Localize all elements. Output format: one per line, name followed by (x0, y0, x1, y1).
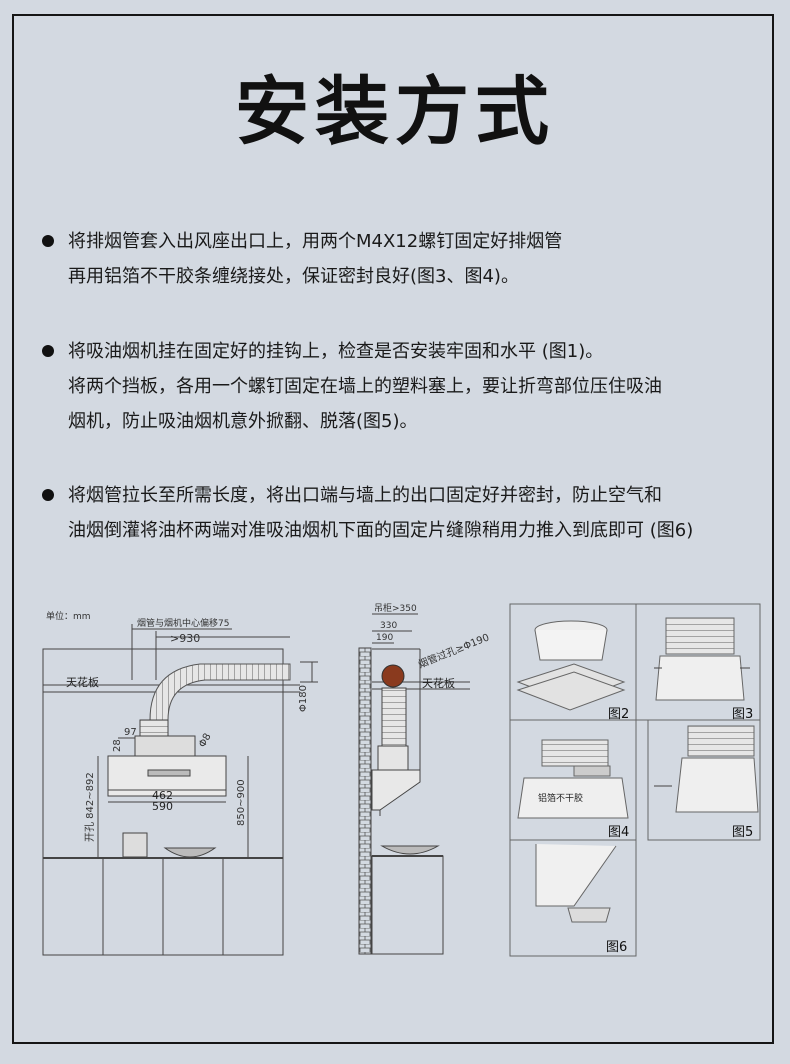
dim-180: Φ180 (298, 685, 309, 712)
hole-label: 烟管过孔≥Φ190 (416, 631, 491, 671)
dim-28: 28 (112, 739, 123, 752)
figure-4-label: 图4 (608, 825, 629, 840)
bullet-2: 将吸油烟机挂在固定好的挂钩上，检查是否安装牢固和水平 (图1)。 将两个挡板，各… (40, 334, 760, 439)
dim-phi8: Φ8 (197, 732, 214, 750)
unit-label: 单位：mm (46, 610, 91, 622)
page-frame (12, 14, 774, 1044)
bullet-1-line-2: 再用铝箔不干胶条缠绕接处，保证密封良好(图3、图4)。 (68, 266, 519, 287)
figure-6-label: 图6 (606, 940, 627, 955)
bullet-2-line-2: 将两个挡板，各用一个螺钉固定在墙上的塑料塞上，要让折弯部位压住吸油 (68, 376, 662, 397)
figure-2-label: 图2 (608, 707, 629, 722)
offset-label: 烟管与烟机中心偏移75 (137, 617, 229, 629)
figure-panels: 图2 图3 铝箔不干胶 图4 图5 图6 (509, 603, 761, 957)
dim-842: 开孔 842~892 (84, 772, 96, 842)
bullet-dot (42, 345, 54, 357)
dim-850: 850~900 (236, 779, 247, 826)
side-ceiling-label: 天花板 (422, 676, 455, 690)
dim-97: 97 (124, 727, 137, 738)
dim-462: 462 (152, 789, 173, 802)
dim-590: 590 (152, 800, 173, 813)
bullet-dot (42, 235, 54, 247)
side-view-diagram: 吊柜>350 330 190 天花板 烟管过孔≥Φ190 (358, 602, 491, 955)
front-view-diagram: 单位：mm 烟管与烟机中心偏移75 >930 天花板 Φ180 97 28 Φ8… (42, 610, 318, 956)
dim-330: 330 (380, 621, 397, 631)
hanging-cabinet-label: 吊柜>350 (374, 602, 417, 614)
bullet-3-line-1: 将烟管拉长至所需长度，将出口端与墙上的出口固定好并密封，防止空气和 (68, 485, 662, 506)
page-title: 安装方式 (235, 69, 555, 155)
dim-930: >930 (170, 632, 200, 645)
bullet-3-line-2: 油烟倒灌将油杯两端对准吸油烟机下面的固定片缝隙稍用力推入到底即可 (图6) (68, 520, 694, 541)
bullet-3: 将烟管拉长至所需长度，将出口端与墙上的出口固定好并密封，防止空气和 油烟倒灌将油… (40, 478, 760, 548)
bullet-2-line-3: 烟机，防止吸油烟机意外掀翻、脱落(图5)。 (68, 411, 418, 432)
dim-190: 190 (376, 633, 393, 643)
figure-5-label: 图5 (732, 825, 753, 840)
bullet-1-line-1: 将排烟管套入出风座出口上，用两个M4X12螺钉固定好排烟管 (68, 231, 563, 252)
figure-4-text: 铝箔不干胶 (538, 792, 583, 804)
bullet-dot (42, 489, 54, 501)
figure-3-label: 图3 (732, 707, 753, 722)
bullet-1: 将排烟管套入出风座出口上，用两个M4X12螺钉固定好排烟管 再用铝箔不干胶条缠绕… (40, 224, 760, 294)
ceiling-label: 天花板 (66, 675, 99, 689)
bullet-2-line-1: 将吸油烟机挂在固定好的挂钩上，检查是否安装牢固和水平 (图1)。 (68, 341, 604, 362)
